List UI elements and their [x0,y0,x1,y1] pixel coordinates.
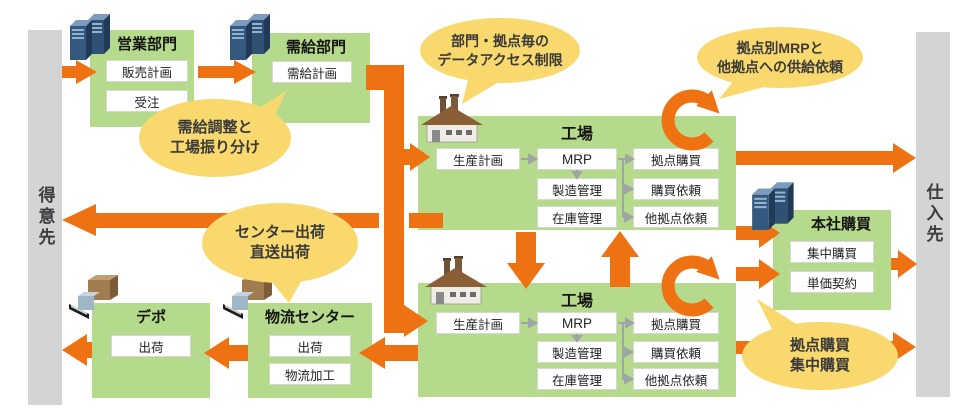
arrow-factory-to-logistics [359,337,418,369]
server-icon [752,182,794,230]
balloon-line: 拠点別MRPと [736,40,824,57]
purchase-request-row: 購買依頼 [633,341,719,363]
inventory-row: 在庫管理 [537,368,617,390]
mrp-row: MRP [537,312,617,334]
arrow-depot-to-customers [62,334,92,366]
production-plan-row: 生産計画 [436,148,520,170]
factory-top-connectors [521,153,636,223]
balloon-line: データアクセス制限 [437,51,563,68]
factory-top-title: 工場 [560,126,593,143]
balloon-line: 工場振り分け [169,139,260,156]
server-icon [70,14,110,60]
balloon-line: 直送出荷 [249,244,310,261]
server-icon [230,14,270,60]
arrow-demand-trunk [384,65,404,333]
site-purchase-row: 拠点購買 [633,148,719,170]
arrow-customers-to-sales [62,60,97,84]
logistics-center-title: 物流センター [264,309,355,326]
arrow-center-ship-right-seg [409,213,443,228]
sales-dept-box: 営業部門 販売計画 受注 [90,30,194,127]
purchase-request-row: 購買依頼 [633,178,719,200]
sales-dept-title: 営業部門 [116,36,177,53]
logistics-processing-row: 物流加工 [269,363,351,385]
manufacturing-row: 製造管理 [537,341,617,363]
arrow-sales-to-demand [198,60,256,84]
arrow-trunk-to-factory-bottom [404,305,428,337]
balloon-line: 需給調整と [177,119,253,137]
hq-purchase-title: 本社購買 [810,216,871,233]
customers-bar: 得意先 [28,30,62,405]
arrow-logistics-to-depot [204,337,248,369]
demand-plan-row: 需給計画 [272,61,352,83]
balloon-site-mrp: 拠点別MRPと 他拠点への供給依頼 [697,27,863,88]
hq-purchase-box: 本社購買 集中購買 単価契約 [773,210,891,310]
cycle-arrow-icon [661,89,720,151]
factory-bottom-title: 工場 [560,293,593,310]
warehouse-icon [69,275,118,319]
customers-label: 得意先 [35,186,55,249]
factory-icon [425,256,487,305]
balloon-supply-adjust: 需給調整と 工場振り分け [139,99,291,177]
balloon-line: 部門・拠点毎の [451,33,549,50]
logistics-center-box: 物流センター 出荷 物流加工 [248,303,372,398]
balloon-line: 集中購買 [789,357,850,374]
sales-plan-row: 販売計画 [106,60,188,82]
arrow-factory-top-down [507,232,545,289]
balloon-center-ship: センター出荷 直送出荷 [202,203,358,283]
balloon-line: 他拠点への供給依頼 [717,58,843,75]
factory-icon [421,94,483,143]
manufacturing-row: 製造管理 [537,178,617,200]
shipping-row: 出荷 [269,335,351,357]
unit-price-contract-row: 単価契約 [790,271,874,293]
demand-dept-title: 需給部門 [285,39,346,56]
central-purchase-row: 集中購買 [790,241,874,263]
balloon-data-access: 部門・拠点毎の データアクセス制限 [420,18,580,83]
balloon-line: センター出荷 [234,224,325,242]
cycle-arrow-icon [661,255,720,317]
production-plan-row: 生産計画 [436,312,520,334]
arrow-factory-bottom-to-hq [736,259,780,289]
other-site-request-row: 他拠点依頼 [633,368,719,390]
arrow-factory-bottom-up [601,231,639,287]
balloon-site-purchase: 拠点購買 集中購買 [742,322,898,390]
shipping-row: 出荷 [111,335,191,357]
factory-bottom-connectors [521,317,636,385]
suppliers-label: 仕入先 [923,183,943,246]
inventory-row: 在庫管理 [537,206,617,228]
site-purchase-row: 拠点購買 [633,312,719,334]
suppliers-bar: 仕入先 [916,32,950,397]
arrow-hq-to-suppliers [891,250,917,278]
arrow-factory-top-to-suppliers [736,143,916,173]
balloon-line: 拠点購買 [789,337,850,355]
depot-box: デポ 出荷 [92,303,210,398]
depot-title: デポ [135,309,166,326]
arrow-trunk-to-factory-top [404,143,430,171]
